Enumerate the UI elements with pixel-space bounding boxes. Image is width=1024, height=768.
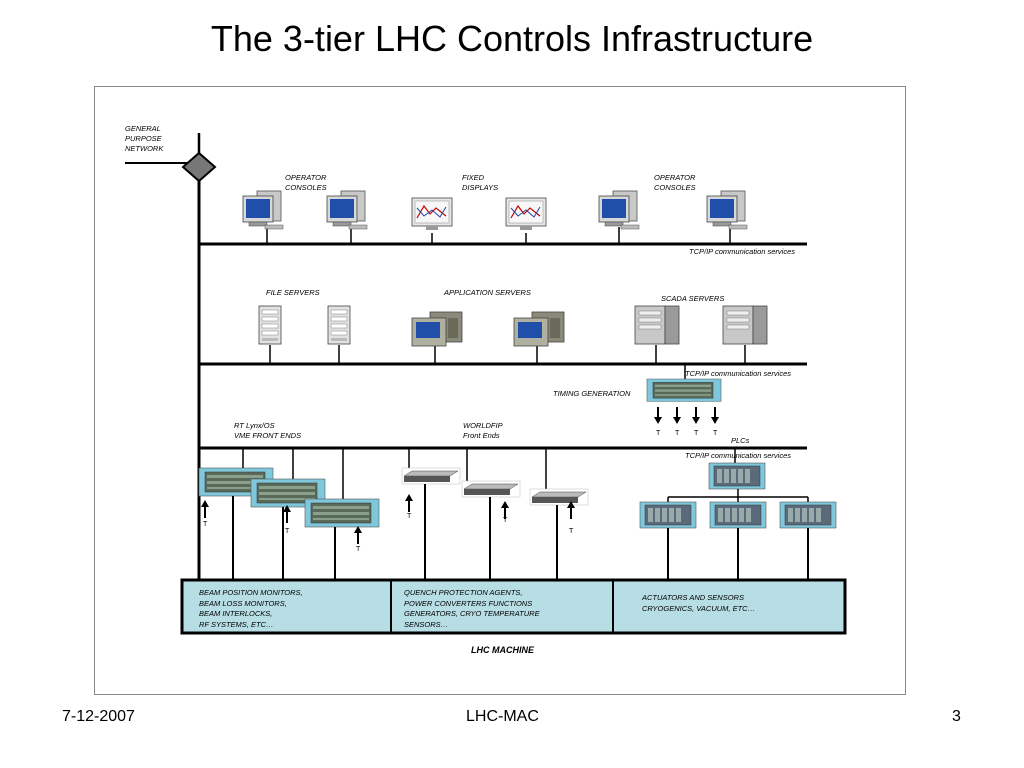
fixed-displays-label: FIXED DISPLAYS — [462, 173, 499, 192]
diagram-svg — [125, 133, 847, 635]
footer-date: 7-12-2007 — [62, 708, 135, 725]
diagram-frame: GENERAL PURPOSE NETWORK OPERATOR CONSOLE… — [94, 86, 906, 695]
tcpip-label: TCP/IP communication services — [685, 369, 792, 378]
timing-t-label: T — [503, 517, 508, 524]
slide-title: The 3-tier LHC Controls Infrastructure — [210, 18, 814, 59]
general-network-label: GENERAL PURPOSE NETWORK — [125, 124, 164, 153]
machine-section-quench: QUENCH PROTECTION AGENTS, POWER CONVERTE… — [404, 588, 540, 629]
timing-t-label: T — [675, 430, 680, 437]
lhc-machine-label: LHC MACHINE — [471, 645, 534, 655]
fixed-display-icon — [505, 197, 547, 231]
timing-arrow-icon — [691, 406, 701, 425]
timing-t-label: T — [569, 528, 574, 535]
worldfip-label: WORLDFIP Front Ends — [463, 421, 503, 440]
operator-consoles-label: OPERATOR CONSOLES — [654, 173, 696, 192]
page-number: 3 — [952, 708, 961, 725]
file-server-icon — [327, 305, 351, 345]
lhc-machine-box — [180, 578, 847, 635]
timing-t-label: T — [203, 521, 208, 528]
router-icon — [181, 151, 217, 183]
timing-input-icon — [200, 499, 210, 519]
timing-generation-label: TIMING GENERATION — [553, 389, 631, 398]
timing-t-label: T — [356, 546, 361, 553]
application-server-icon — [411, 311, 463, 347]
machine-section-beam: BEAM POSITION MONITORS, BEAM LOSS MONITO… — [199, 588, 303, 629]
operator-console-icon — [598, 190, 640, 230]
fixed-display-icon — [411, 197, 453, 231]
application-server-icon — [513, 311, 565, 347]
operator-console-icon — [242, 190, 284, 230]
timing-t-label: T — [713, 430, 718, 437]
footer-center: LHC-MAC — [466, 708, 539, 725]
timing-t-label: T — [656, 430, 661, 437]
worldfip-front-end-icon — [401, 467, 461, 485]
operator-consoles-label: OPERATOR CONSOLES — [285, 173, 327, 192]
plc-icon — [639, 501, 697, 529]
machine-section-actuators: ACTUATORS AND SENSORS CRYOGENICS, VACUUM… — [642, 593, 756, 613]
rt-lynx-label: RT Lynx/OS VME FRONT ENDS — [234, 421, 302, 440]
timing-t-label: T — [285, 528, 290, 535]
vme-crate-icon — [304, 498, 380, 528]
file-servers-label: FILE SERVERS — [266, 288, 320, 297]
timing-t-label: T — [407, 513, 412, 520]
application-servers-label: APPLICATION SERVERS — [444, 288, 531, 297]
tcpip-label: TCP/IP communication services — [685, 451, 792, 460]
operator-console-icon — [706, 190, 748, 230]
plc-icon — [709, 501, 767, 529]
timing-t-label: T — [694, 430, 699, 437]
plc-master-icon — [708, 462, 766, 490]
worldfip-front-end-icon — [461, 480, 521, 498]
timing-arrow-icon — [672, 406, 682, 425]
timing-arrow-icon — [710, 406, 720, 425]
timing-input-icon — [404, 493, 414, 513]
timing-arrow-icon — [653, 406, 663, 425]
timing-input-icon — [282, 504, 292, 524]
worldfip-front-end-icon — [529, 488, 589, 506]
scada-servers-label: SCADA SERVERS — [661, 294, 725, 303]
plc-icon — [779, 501, 837, 529]
file-server-icon — [258, 305, 282, 345]
plcs-label: PLCs — [731, 436, 750, 445]
operator-console-icon — [326, 190, 368, 230]
timing-generator-icon — [646, 378, 722, 402]
tcpip-label: TCP/IP communication services — [689, 247, 796, 256]
scada-server-icon — [722, 305, 768, 345]
timing-input-icon — [353, 525, 363, 545]
scada-server-icon — [634, 305, 680, 345]
